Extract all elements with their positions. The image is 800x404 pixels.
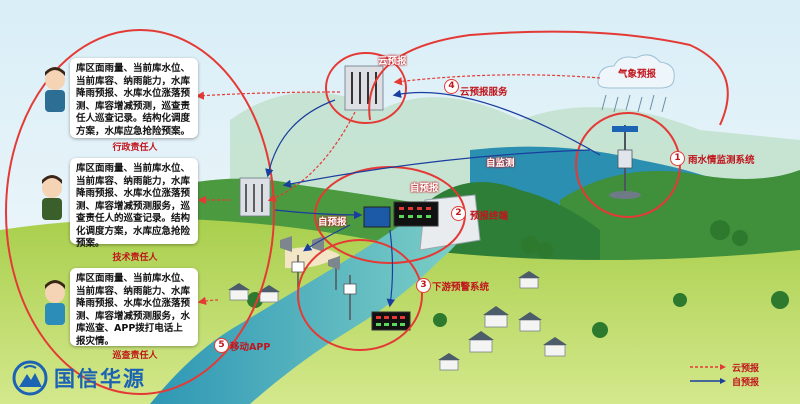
legend: 云预报 自预报	[690, 360, 759, 388]
step-5: 5	[214, 338, 229, 353]
step-1: 1	[670, 151, 685, 166]
label-self-forecast-2: 自预报	[318, 217, 347, 228]
role-tech: 技术责任人	[112, 253, 158, 263]
legend-item-self: 自预报	[690, 374, 759, 388]
person-card-patrol: 库区面雨量、当前库水位、当前库容、纳雨能力、水库降雨预报、水库水位涨落预测、库容…	[70, 268, 198, 347]
step-3: 3	[416, 278, 431, 293]
step-2: 2	[451, 206, 466, 221]
legend-label-cloud: 云预报	[732, 363, 760, 374]
label-cloud-service: 云预报服务	[460, 87, 508, 98]
role-admin: 行政责任人	[112, 143, 158, 153]
person-card-tech-text: 库区面雨量、当前库水位、当前库容、纳雨能力，水库降雨预报、水库水位涨落预测、库容…	[76, 163, 191, 249]
person-card-admin: 库区面雨量、当前库水位、当前库容、纳雨能力，水库降雨预报、水库水位涨落预测、库容…	[70, 58, 198, 138]
person-1-avatar	[45, 67, 65, 112]
label-self-monitor: 自监测	[486, 158, 515, 169]
legend-label-self: 自预报	[732, 377, 760, 388]
label-mobile-app: 移动APP	[230, 342, 271, 353]
role-patrol: 巡查责任人	[112, 351, 158, 361]
brand-name: 国信华源	[54, 367, 146, 391]
person-3-avatar	[45, 280, 65, 325]
step-4: 4	[444, 79, 459, 94]
person-card-patrol-text: 库区面雨量、当前库水位、当前库容、纳雨能力、水库降雨预报、水库水位涨落预测、库容…	[76, 273, 191, 347]
label-forecast-terminal: 预报终端	[470, 211, 509, 222]
brand-mark-icon	[12, 360, 48, 396]
label-cloud-forecast: 云预报	[378, 56, 407, 67]
person-card-tech: 库区面雨量、当前库水位、当前库容、纳雨能力，水库降雨预报、水库水位涨落预测、库容…	[70, 158, 198, 249]
label-rain-system: 雨水情监测系统	[688, 155, 755, 166]
legend-item-cloud: 云预报	[690, 360, 759, 374]
person-2-avatar	[42, 175, 62, 220]
label-weather-forecast: 气象预报	[618, 69, 657, 80]
person-card-admin-text: 库区面雨量、当前库水位、当前库容、纳雨能力，水库降雨预报、水库水位涨落预测、库容…	[76, 63, 191, 137]
label-downstream: 下游预警系统	[432, 282, 490, 293]
brand-logo: 国信华源	[12, 360, 146, 396]
label-self-forecast: 自预报	[410, 183, 439, 194]
